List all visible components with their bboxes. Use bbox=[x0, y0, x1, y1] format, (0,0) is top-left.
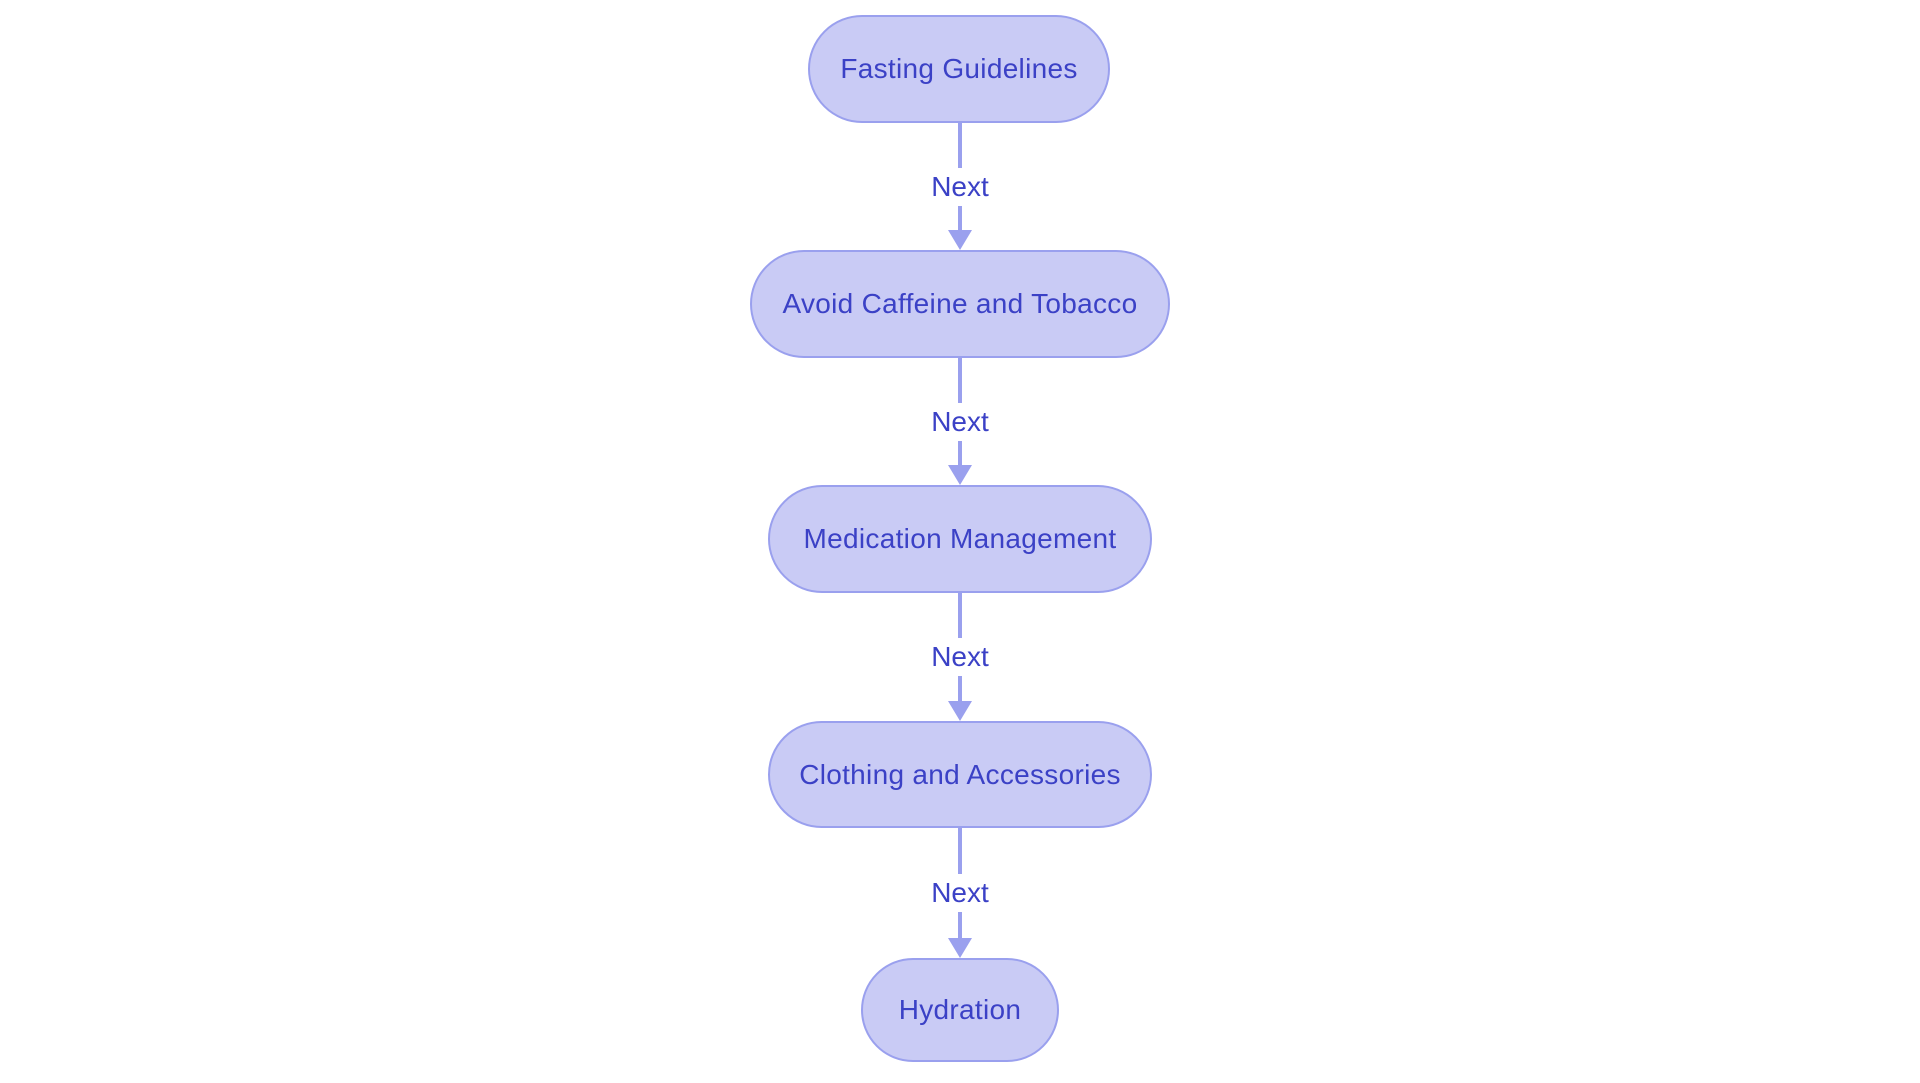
edge-label: Next bbox=[923, 402, 997, 441]
arrowhead-down-icon bbox=[948, 230, 972, 250]
edge-label: Next bbox=[923, 167, 997, 206]
edge-clothing-to-hydration: Next bbox=[890, 828, 1030, 958]
edge-label: Next bbox=[923, 874, 997, 912]
node-label: Avoid Caffeine and Tobacco bbox=[782, 288, 1138, 319]
flow-node-avoid-caffeine-and-tobacco: Avoid Caffeine and Tobacco bbox=[750, 250, 1170, 358]
edge-fasting-to-caffeine: Next bbox=[890, 123, 1030, 250]
edge-medication-to-clothing: Next bbox=[890, 593, 1030, 721]
arrowhead-down-icon bbox=[948, 938, 972, 958]
arrowhead-down-icon bbox=[948, 465, 972, 485]
edge-label: Next bbox=[923, 638, 997, 676]
arrowhead-down-icon bbox=[948, 701, 972, 721]
flow-node-medication-management: Medication Management bbox=[768, 485, 1152, 593]
edge-caffeine-to-medication: Next bbox=[890, 358, 1030, 485]
node-label: Fasting Guidelines bbox=[840, 53, 1078, 84]
node-label: Clothing and Accessories bbox=[799, 758, 1121, 790]
flow-node-fasting-guidelines: Fasting Guidelines bbox=[808, 15, 1110, 123]
flow-node-hydration: Hydration bbox=[861, 958, 1059, 1062]
flow-node-clothing-and-accessories: Clothing and Accessories bbox=[768, 721, 1152, 828]
node-label: Hydration bbox=[898, 994, 1022, 1025]
node-label: Medication Management bbox=[803, 523, 1117, 554]
